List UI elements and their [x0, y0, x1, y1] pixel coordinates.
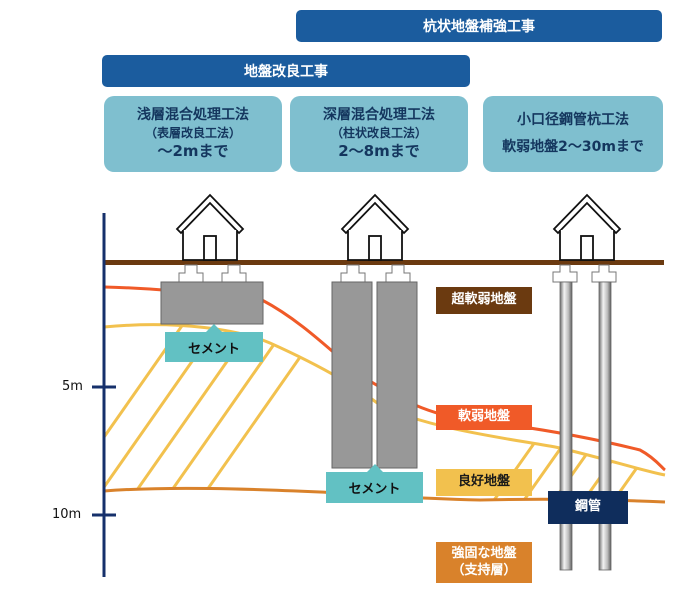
footing-shallow	[178, 264, 247, 284]
layer-label-very-soft: 超軟弱地盤	[436, 287, 532, 314]
method-alias: （柱状改良工法）	[330, 126, 427, 141]
ground-surface-line	[104, 260, 664, 265]
cement-slab	[160, 281, 264, 325]
layer-label-firm-line1: 強固な地盤	[451, 545, 517, 561]
method-range: ～2mまで	[157, 142, 229, 161]
footing-deep	[340, 264, 411, 284]
depth-label-10m: 10m	[52, 507, 82, 522]
method-alias: （表層改良工法）	[144, 126, 241, 141]
steel-pipe-label: 鋼管	[548, 491, 628, 524]
steel-pipe-left	[559, 281, 573, 571]
cement-column-right	[376, 281, 418, 469]
method-name: 小口径鋼管杭工法	[517, 112, 629, 129]
layer-label-soft: 軟弱地盤	[436, 405, 532, 430]
house-icon-1	[175, 193, 245, 261]
footing-pipe	[552, 264, 617, 283]
cement-label-deep: セメント	[326, 464, 423, 503]
steel-pipe-right	[598, 281, 612, 571]
ground-improvement-banner: 地盤改良工事	[102, 55, 470, 87]
method-name: 深層混合処理工法	[323, 107, 435, 124]
method-range: 軟弱地盤2～30mまで	[502, 139, 644, 155]
depth-label-5m: 5m	[62, 379, 83, 394]
layer-label-firm: 強固な地盤 （支持層）	[436, 542, 532, 583]
layer-label-firm-line2: （支持層）	[451, 562, 517, 578]
method-steel-pipe-pile: 小口径鋼管杭工法 軟弱地盤2～30mまで	[483, 96, 663, 172]
cement-label-shallow: セメント	[165, 324, 263, 362]
house-icon-2	[340, 193, 410, 261]
pile-reinforcement-banner: 杭状地盤補強工事	[296, 10, 662, 42]
method-name: 浅層混合処理工法	[137, 107, 249, 124]
method-range: 2～8mまで	[338, 142, 420, 161]
layer-label-good: 良好地盤	[436, 469, 532, 496]
house-icon-3	[552, 193, 622, 261]
method-deep-mixing: 深層混合処理工法 （柱状改良工法） 2～8mまで	[290, 96, 468, 172]
cement-column-left	[331, 281, 373, 469]
method-shallow-mixing: 浅層混合処理工法 （表層改良工法） ～2mまで	[104, 96, 282, 172]
